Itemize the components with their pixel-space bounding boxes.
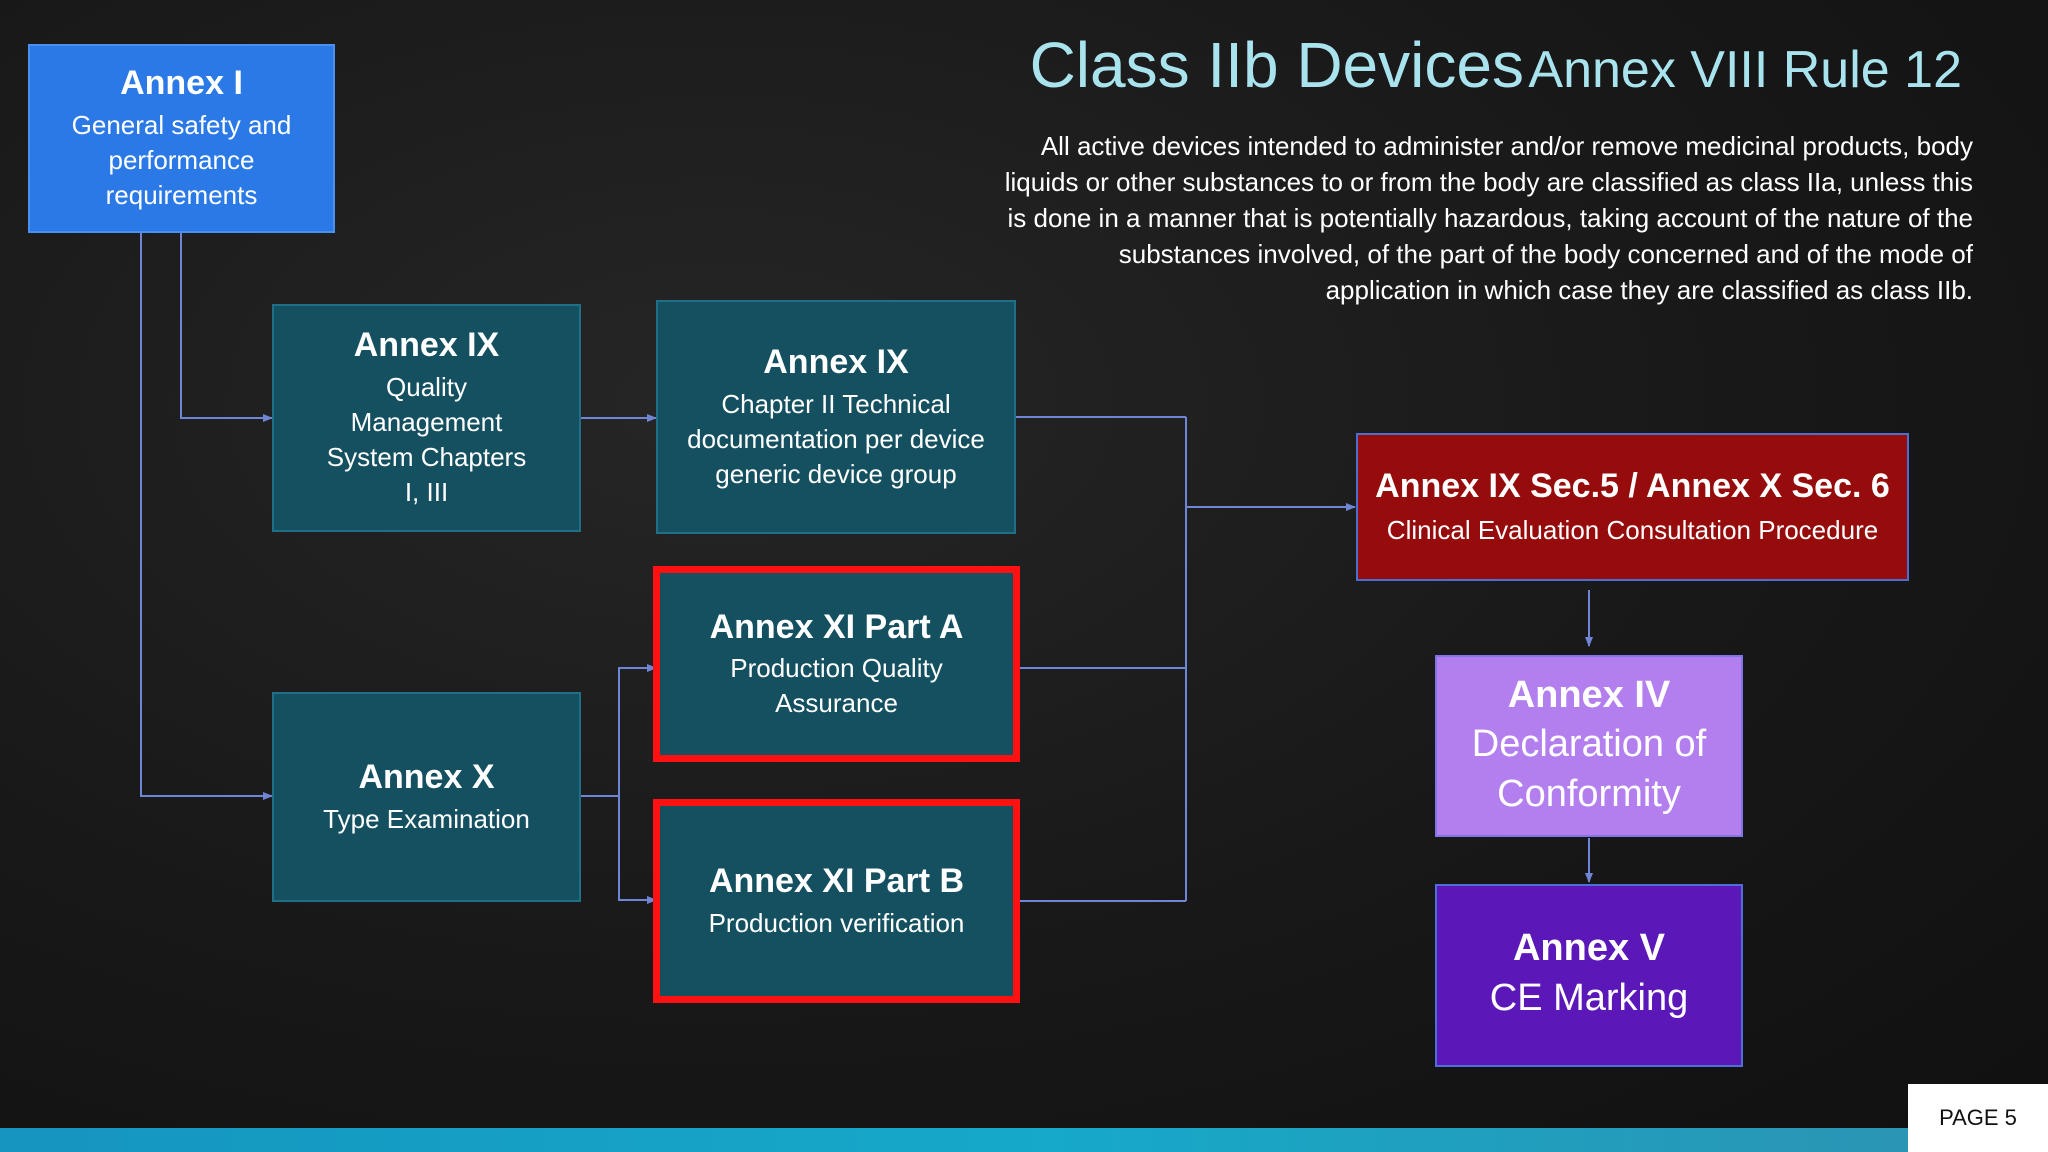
clinical-title: Annex IX Sec.5 / Annex X Sec. 6 [1375, 467, 1890, 506]
annex-v-box: Annex V CE Marking [1435, 884, 1743, 1067]
annex-iv-subtitle: Declaration of Conformity [1471, 722, 1707, 815]
annex-xi-part-a-box: Annex XI Part A Production Quality Assur… [653, 566, 1020, 762]
annex-xi-b-subtitle: Production verification [708, 907, 965, 938]
annex-iv-box: Annex IV Declaration of Conformity [1435, 655, 1743, 837]
annex-x-title: Annex X [358, 758, 495, 797]
bottom-accent-bar [0, 1128, 1908, 1152]
annex-i-box: Annex I General safety and performance r… [28, 44, 335, 233]
annex-i-subtitle: General safety and performance requireme… [71, 110, 292, 211]
annex-ix-qms-subtitle: Quality Management System Chapters I, II… [326, 372, 527, 508]
annex-ix-ch2-title: Annex IX [763, 342, 909, 381]
annex-xi-a-subtitle: Production Quality Assurance [730, 653, 943, 719]
title-main: Class IIb Devices [1029, 29, 1524, 101]
title-sub: Annex VIII Rule 12 [1528, 41, 1962, 99]
annex-ix-qms-box: Annex IX Quality Management System Chapt… [272, 304, 581, 532]
annex-xi-part-b-box: Annex XI Part B Production verification [653, 799, 1020, 1003]
line-to-xi-a [618, 664, 657, 796]
clinical-evaluation-box: Annex IX Sec.5 / Annex X Sec. 6 Clinical… [1356, 433, 1909, 581]
annex-iv-title: Annex IV [1507, 674, 1671, 717]
annex-ix-chapter-ii-box: Annex IX Chapter II Technical documentat… [656, 300, 1016, 534]
annex-v-title: Annex V [1512, 927, 1666, 970]
slide-title: Class IIb Devices Annex VIII Rule 12 [1030, 28, 1962, 102]
annex-xi-a-title: Annex XI Part A [709, 607, 964, 646]
annex-i-title: Annex I [120, 64, 243, 103]
rule-description: All active devices intended to administe… [1004, 131, 1973, 305]
annex-v-subtitle: CE Marking [1489, 976, 1689, 1019]
page-number-tab: PAGE 5 [1908, 1084, 2048, 1152]
line-annex-i-to-qms [180, 233, 273, 422]
annex-xi-b-title: Annex XI Part B [708, 862, 965, 901]
line-annex-i-to-annex-x [140, 233, 273, 800]
annex-ix-qms-title: Annex IX [353, 326, 500, 365]
annex-x-subtitle: Type Examination [323, 803, 530, 834]
clinical-subtitle: Clinical Evaluation Consultation Procedu… [1386, 514, 1879, 545]
page-number-label: PAGE 5 [1939, 1105, 2017, 1130]
line-to-xi-b [618, 796, 657, 904]
annex-x-box: Annex X Type Examination [272, 692, 581, 902]
annex-ix-ch2-subtitle: Chapter II Technical documentation per d… [687, 388, 985, 489]
